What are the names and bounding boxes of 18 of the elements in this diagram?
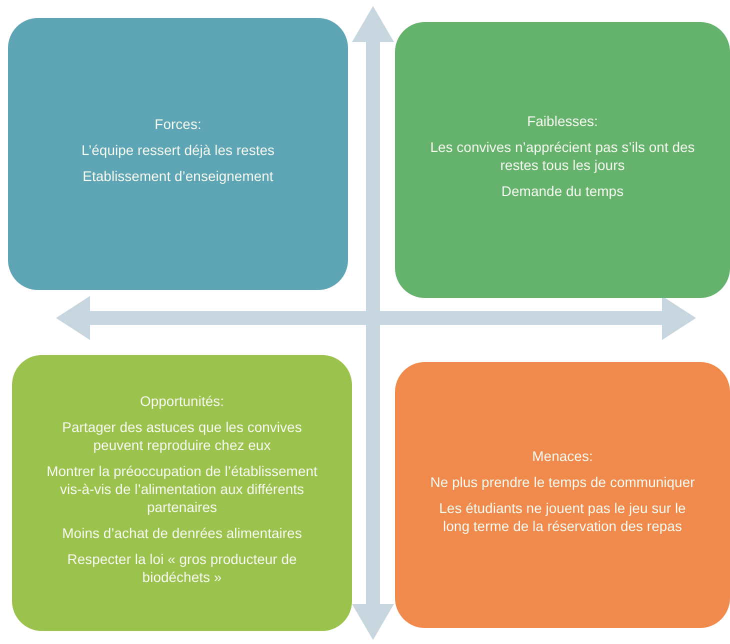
quadrant-card bbox=[395, 362, 730, 628]
item-text: Les étudiants ne jouent pas le jeu sur le long terme de la réservation des repas bbox=[438, 499, 687, 535]
item-text: Ne plus prendre le temps de communiquer bbox=[430, 473, 695, 491]
item-text: Demande du temps bbox=[501, 182, 624, 200]
heading-text: Faiblesses: bbox=[527, 112, 598, 130]
item-text: Moins d’achat de denrées alimentaires bbox=[62, 524, 302, 542]
quadrant-card bbox=[395, 22, 730, 298]
heading-text: Opportunités: bbox=[140, 392, 224, 410]
heading-text: Forces: bbox=[154, 115, 202, 133]
item-text: Les convives n’apprécient pas s’ils ont des restes tous les jours bbox=[429, 138, 696, 174]
heading-text: Menaces: bbox=[532, 447, 593, 465]
item-text: L’équipe ressert déjà les restes bbox=[82, 141, 274, 159]
item-text: Partager des astuces que les convives peuvent reproduire chez eux bbox=[61, 418, 303, 454]
quadrant-card bbox=[12, 355, 352, 631]
item-text: Respecter la loi « gros producteur de biodéchets » bbox=[66, 550, 298, 586]
item-text: Montrer la préoccupation de l’établissement vis-à-vis de l’alimentation aux différents partenaires bbox=[46, 462, 318, 516]
quadrant-card bbox=[8, 18, 348, 290]
item-text: Etablissement d’enseignement bbox=[82, 167, 274, 185]
